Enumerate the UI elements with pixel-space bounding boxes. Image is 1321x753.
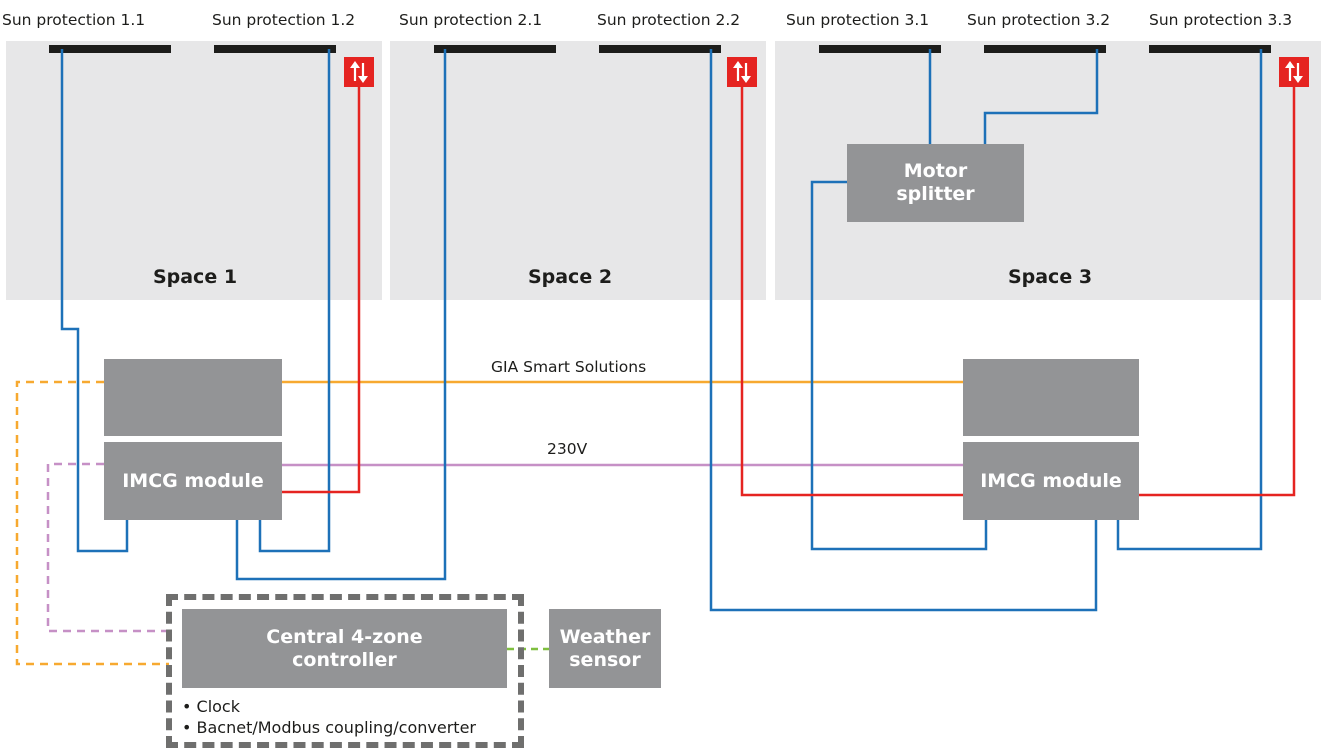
motor-wire-1-1: [60, 49, 129, 553]
motor-wire-1-2: [258, 49, 331, 553]
power-bus-dashed-link: [46, 462, 169, 633]
imcg-module-2: IMCG module: [963, 442, 1139, 520]
power-bus-label: 230V: [547, 440, 588, 458]
weather-sensor-line2: sensor: [569, 648, 641, 671]
sun-protection-1-1-shade: [49, 45, 171, 53]
weather-sensor-line1: Weather: [559, 625, 651, 648]
space-2-zone: [390, 41, 766, 300]
controller-line1: Central 4-zone: [266, 625, 423, 648]
actuator-wire-3: [1139, 86, 1296, 497]
actuator-wire-1: [282, 86, 361, 494]
sun-protection-2-1-label: Sun protection 2.1: [399, 11, 543, 29]
sun-protection-1-2-shade: [214, 45, 336, 53]
up-down-arrows-icon: [727, 57, 757, 87]
motor-wire-3-2: [983, 49, 1099, 144]
motor-splitter-line2: splitter: [896, 183, 975, 205]
sun-protection-2-2-label: Sun protection 2.2: [597, 11, 741, 29]
space-2-label: Space 2: [527, 266, 613, 288]
feature-clock: • Clock: [182, 697, 240, 716]
controller-frame: [166, 594, 524, 748]
sun-protection-1-2-label: Sun protection 1.2: [212, 11, 356, 29]
imcg-module-2-label: IMCG module: [980, 469, 1122, 492]
motor-splitter-line1: Motor: [903, 160, 968, 183]
sun-protection-3-3-shade: [1149, 45, 1271, 53]
sun-protection-3-3-label: Sun protection 3.3: [1149, 11, 1293, 29]
space-1-label: Space 1: [152, 266, 238, 288]
sun-protection-3-1-shade: [819, 45, 941, 53]
data-bus-dashed-link: [15, 380, 169, 666]
motor-splitter-wire: [810, 180, 988, 551]
motor-wire-2-1: [235, 49, 447, 581]
up-down-arrows-icon: [1279, 57, 1309, 87]
motor-wire-2-2: [709, 49, 1098, 612]
motor-wire-3-3: [1116, 49, 1263, 551]
sun-protection-2-1-shade: [434, 45, 556, 53]
sun-protection-2-2-shade: [599, 45, 721, 53]
actuator-wire-2: [740, 86, 963, 497]
sun-protection-3-2-label: Sun protection 3.2: [967, 11, 1111, 29]
up-down-arrows-icon: [344, 57, 374, 87]
data-bus-label: GIA Smart Solutions: [491, 358, 647, 376]
sun-protection-3-2-shade: [984, 45, 1106, 53]
sun-protection-3-1-label: Sun protection 3.1: [786, 11, 930, 29]
imcg-module-2-top: [963, 359, 1139, 436]
feature-bacnet-modbus: • Bacnet/Modbus coupling/converter: [182, 717, 476, 737]
controller-line2: controller: [292, 648, 397, 671]
controller-features: • Clock • Bacnet/Modbus coupling/convert…: [182, 697, 476, 739]
imcg-module-1: IMCG module: [104, 442, 282, 520]
imcg-module-1-label: IMCG module: [122, 469, 264, 492]
sun-protection-1-1-label: Sun protection 1.1: [2, 11, 146, 29]
space-3-label: Space 3: [1007, 266, 1093, 288]
imcg-module-1-top: [104, 359, 282, 436]
space-1-zone: [6, 41, 382, 300]
